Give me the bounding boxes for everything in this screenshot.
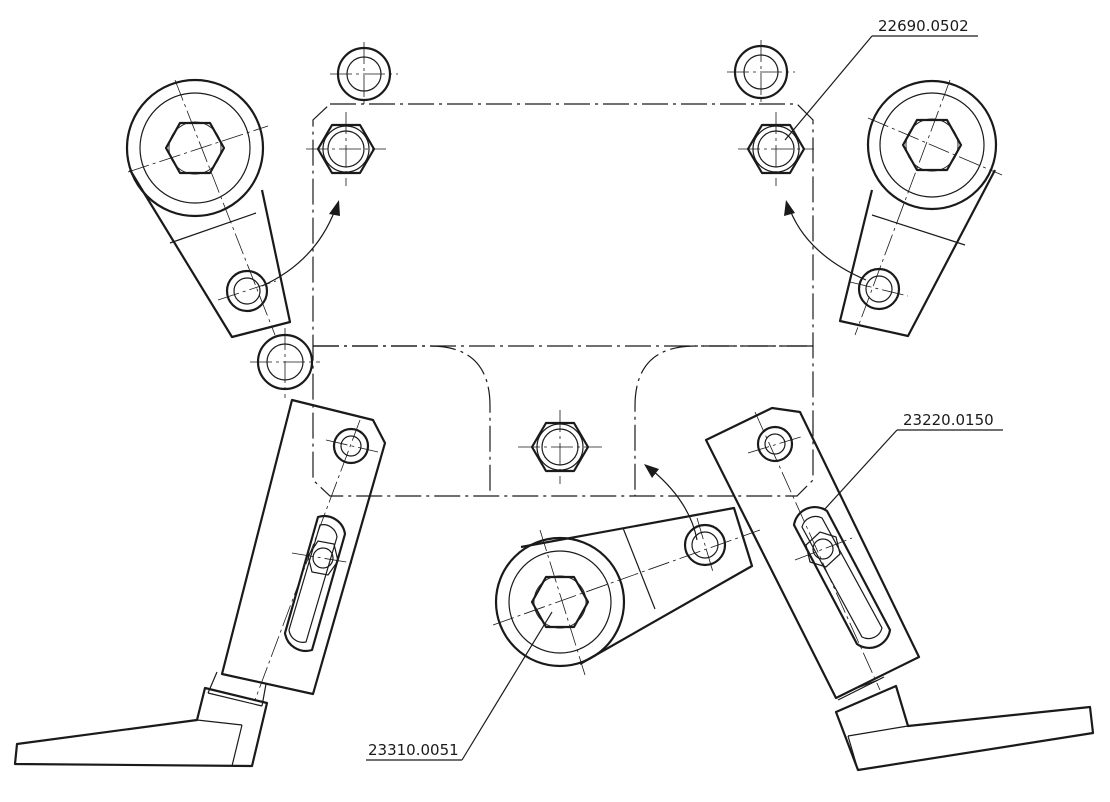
left-side-pin <box>250 328 320 398</box>
bracket-left <box>207 398 387 707</box>
rotation-arrows <box>261 200 867 541</box>
bracket-right <box>704 406 921 701</box>
top-left-pin <box>330 42 398 106</box>
callout-bottom: 23310.0051 <box>366 611 553 761</box>
top-right-pin <box>727 40 795 104</box>
handle-left <box>13 686 269 768</box>
arm-top-left <box>125 78 292 339</box>
arm-bottom-center <box>492 506 761 676</box>
hex-nut-center <box>518 410 602 484</box>
label-23310: 23310.0051 <box>368 741 459 759</box>
phantom-plate <box>312 103 814 497</box>
handle-right <box>834 684 1095 772</box>
callout-mid-right: 23220.0150 <box>823 411 1003 511</box>
hex-nut-top-right <box>738 112 814 186</box>
arm-top-right <box>838 79 1003 338</box>
label-22690: 22690.0502 <box>878 17 969 35</box>
callout-top-right: 22690.0502 <box>784 17 978 141</box>
hex-nut-top-left <box>306 112 386 186</box>
label-23220: 23220.0150 <box>903 411 994 429</box>
